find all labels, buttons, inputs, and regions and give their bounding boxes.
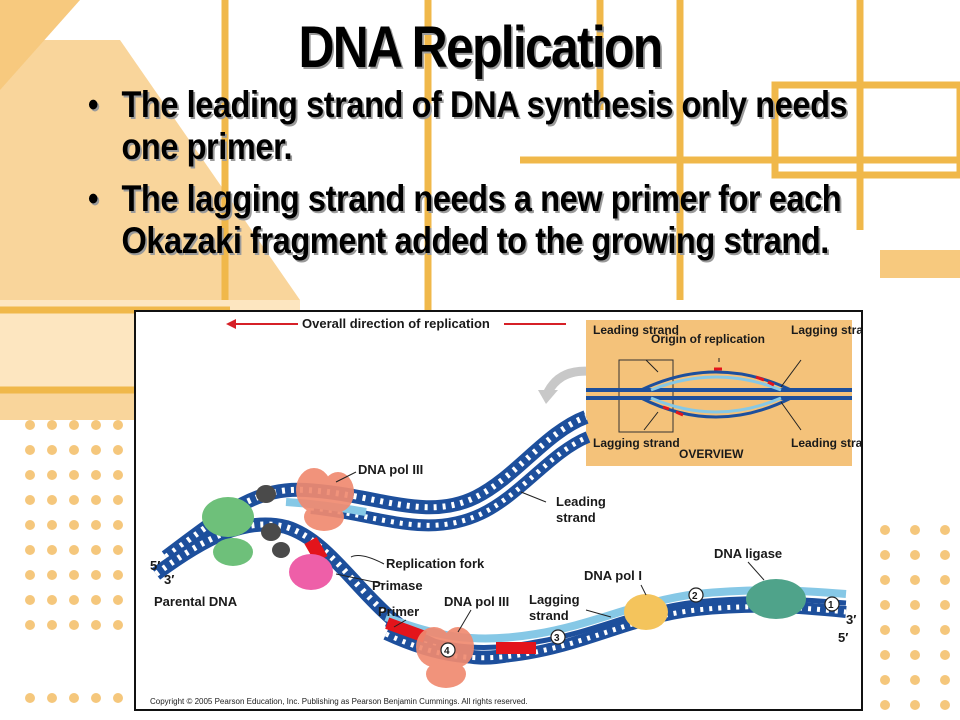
primase-protein xyxy=(289,554,333,590)
overview-leading-strand-bottom: Leading strand xyxy=(791,436,861,450)
background-grid-lines xyxy=(0,0,960,394)
dot-pattern-left xyxy=(25,420,123,703)
dna-replication-figure: Overall direction of replication Leadi xyxy=(134,310,863,711)
dot-pattern-right xyxy=(880,525,950,710)
parental-dna-strand xyxy=(151,410,589,665)
direction-label: Overall direction of replication xyxy=(302,316,490,331)
overview-title: OVERVIEW xyxy=(679,447,744,461)
lagging-strand-label-line2: strand xyxy=(529,608,569,623)
overview-panel xyxy=(586,320,852,466)
primer-label: Primer xyxy=(378,604,419,619)
bullet-marker: • xyxy=(88,86,99,124)
direction-arrow xyxy=(226,319,566,329)
step-1-label: 1 xyxy=(828,600,834,611)
primase-label: Primase xyxy=(372,578,423,593)
step-3-label: 3 xyxy=(554,633,560,644)
bullet-list: • The leading strand of DNA synthesis onl… xyxy=(88,84,868,272)
figure-canvas: Overall direction of replication Leadi xyxy=(150,316,861,706)
dna-pol-i-label: DNA pol I xyxy=(584,568,642,583)
helicase xyxy=(256,485,290,558)
step-4-label: 4 xyxy=(444,646,450,657)
background-triangle-small xyxy=(0,0,80,90)
bullet-marker: • xyxy=(88,180,99,218)
overview-lagging-strand-top: Lagging strand xyxy=(791,323,861,337)
bullet-text: The leading strand of DNA synthesis only… xyxy=(121,84,848,167)
dna-pol-iii-top xyxy=(296,468,354,531)
dna-pol-iii-top-label: DNA pol III xyxy=(358,462,423,477)
green-protein-lower xyxy=(213,538,253,566)
dna-pol-iii-bottom-label: DNA pol III xyxy=(444,594,509,609)
lagging-strand-label-line1: Lagging xyxy=(529,592,580,607)
parental-dna-label: Parental DNA xyxy=(154,594,238,609)
topoisomerase-protein xyxy=(202,497,254,537)
five-prime-right-label: 5′ xyxy=(838,630,848,645)
slide-title: DNA Replication xyxy=(298,15,663,80)
step-markers xyxy=(440,587,840,658)
five-prime-left-label: 5′ xyxy=(150,558,160,573)
background-orange-square xyxy=(880,250,960,278)
bullet-item: • The leading strand of DNA synthesis onl… xyxy=(88,84,887,168)
overview-leading-strand-top: Leading strand xyxy=(593,323,679,337)
overview-pointer-arrowhead xyxy=(538,390,558,404)
overview-lagging-strand-bottom: Lagging strand xyxy=(593,436,680,450)
dna-ligase-label: DNA ligase xyxy=(714,546,782,561)
three-prime-left-label: 3′ xyxy=(164,572,174,587)
copyright-text: Copyright © 2005 Pearson Education, Inc.… xyxy=(150,697,528,706)
three-prime-right-label: 3′ xyxy=(846,612,856,627)
dna-pol-iii-bottom xyxy=(416,627,474,688)
leading-strand-label-line1: Leading xyxy=(556,494,606,509)
leader-lines xyxy=(335,471,765,633)
bullet-text: The lagging strand needs a new primer fo… xyxy=(121,178,842,261)
overview-origin-label: Origin of replication xyxy=(651,332,765,346)
bullet-item: • The lagging strand needs a new primer f… xyxy=(88,178,887,262)
replication-fork-label: Replication fork xyxy=(386,556,485,571)
dna-pol-i-protein xyxy=(624,594,668,630)
dna-ligase-protein xyxy=(746,579,806,619)
step-2-label: 2 xyxy=(692,591,698,602)
leading-strand-label-line2: strand xyxy=(556,510,596,525)
